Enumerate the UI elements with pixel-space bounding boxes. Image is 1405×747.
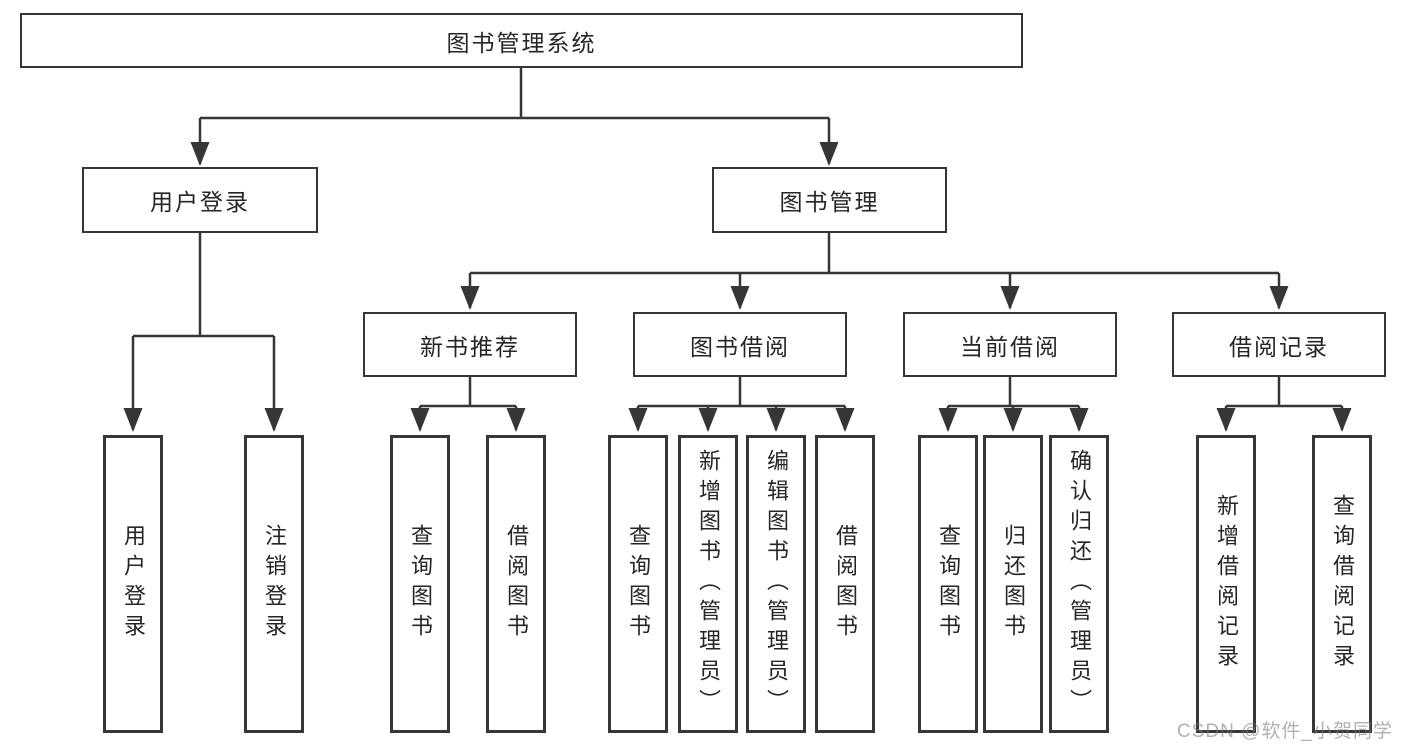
leaf-recommend-borrow-books: 借阅图书 xyxy=(486,435,546,733)
leaf-borrow-query-books: 查询图书 xyxy=(608,435,668,733)
node-user-login-branch: 用户登录 xyxy=(82,167,318,233)
leaf-records-query-record: 查询借阅记录 xyxy=(1312,435,1372,733)
node-book-borrowing: 图书借阅 xyxy=(633,312,847,377)
leaf-logout-label: 注销登录 xyxy=(262,524,287,644)
leaf-current-confirm-return-admin-label: 确认归还（管理员） xyxy=(1067,449,1092,719)
node-current-borrowing: 当前借阅 xyxy=(903,312,1117,377)
leaf-user-login-label: 用户登录 xyxy=(121,524,146,644)
leaf-logout: 注销登录 xyxy=(244,435,304,733)
leaf-user-login: 用户登录 xyxy=(103,435,163,733)
leaf-current-query-books-label: 查询图书 xyxy=(936,524,961,644)
node-user-login-branch-label: 用户登录 xyxy=(150,189,250,215)
leaf-current-return-books-label: 归还图书 xyxy=(1001,524,1026,644)
leaf-records-add-record: 新增借阅记录 xyxy=(1196,435,1256,733)
node-root: 图书管理系统 xyxy=(20,13,1023,68)
leaf-borrow-borrow-books-label: 借阅图书 xyxy=(833,524,858,644)
node-new-book-recommend-label: 新书推荐 xyxy=(420,333,520,360)
node-root-label: 图书管理系统 xyxy=(446,29,597,56)
node-book-borrowing-label: 图书借阅 xyxy=(690,333,790,360)
node-new-book-recommend: 新书推荐 xyxy=(363,312,577,377)
leaf-borrow-query-books-label: 查询图书 xyxy=(626,524,651,644)
leaf-current-return-books: 归还图书 xyxy=(983,435,1043,733)
node-current-borrowing-label: 当前借阅 xyxy=(960,333,1060,360)
leaf-borrow-edit-book-admin-label: 编辑图书（管理员） xyxy=(764,449,789,719)
leaf-borrow-edit-book-admin: 编辑图书（管理员） xyxy=(746,435,806,733)
leaf-borrow-add-book-admin-label: 新增图书（管理员） xyxy=(696,449,721,719)
node-borrow-records: 借阅记录 xyxy=(1172,312,1386,377)
leaf-records-add-record-label: 新增借阅记录 xyxy=(1214,494,1239,674)
watermark: CSDN @软件_小贺同学 xyxy=(1177,721,1393,742)
leaf-borrow-add-book-admin: 新增图书（管理员） xyxy=(678,435,738,733)
node-book-management-label: 图书管理 xyxy=(779,189,880,215)
leaf-recommend-query-books: 查询图书 xyxy=(390,435,450,733)
node-borrow-records-label: 借阅记录 xyxy=(1229,333,1329,360)
leaf-current-query-books: 查询图书 xyxy=(918,435,978,733)
leaf-records-query-record-label: 查询借阅记录 xyxy=(1330,494,1355,674)
leaf-current-confirm-return-admin: 确认归还（管理员） xyxy=(1049,435,1109,733)
leaf-recommend-query-books-label: 查询图书 xyxy=(408,524,433,644)
leaf-borrow-borrow-books: 借阅图书 xyxy=(815,435,875,733)
leaf-recommend-borrow-books-label: 借阅图书 xyxy=(504,524,529,644)
node-book-management: 图书管理 xyxy=(712,167,947,233)
